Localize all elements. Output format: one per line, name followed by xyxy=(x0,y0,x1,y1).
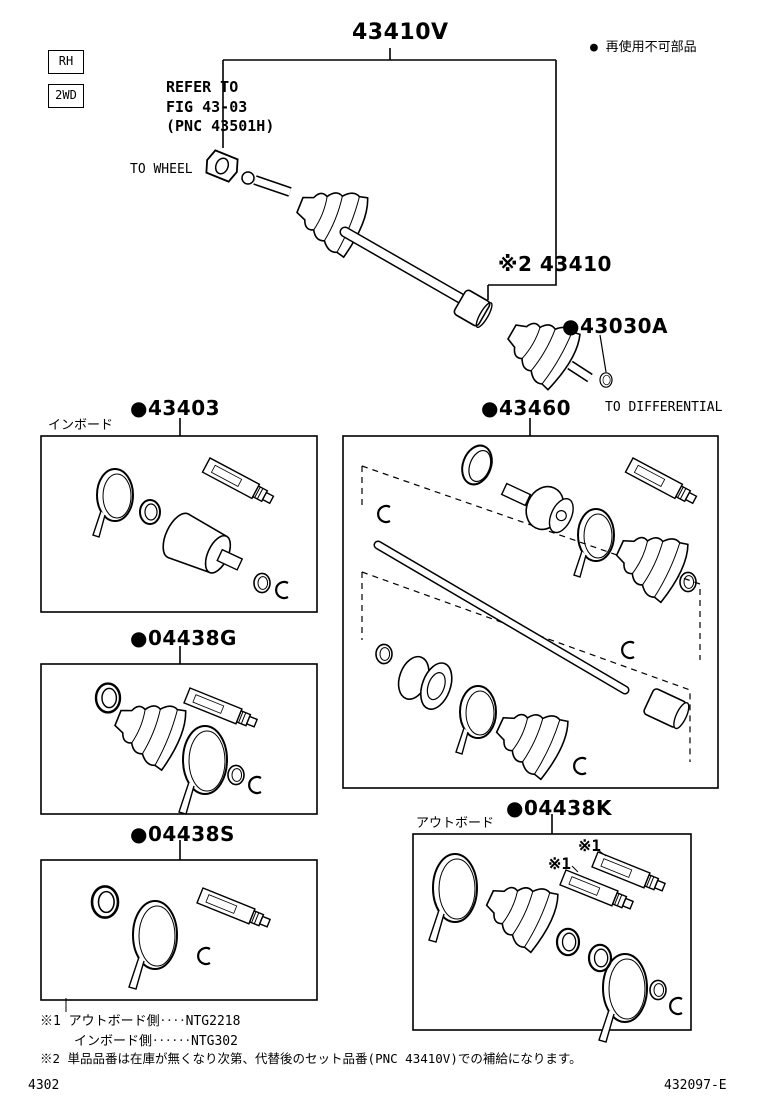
footer-left: 4302 xyxy=(28,1078,60,1093)
refer-line1: REFER TO xyxy=(166,78,239,96)
tag-side: RH xyxy=(48,50,84,74)
ring-part-number: ●43030A xyxy=(562,314,669,338)
footnote-1-line1: ※1 アウトボード側‥‥NTG2218 xyxy=(40,1014,241,1029)
to-differential-label: TO DIFFERENTIAL xyxy=(605,400,723,415)
main-shaft xyxy=(205,149,613,394)
grease-mark-inner: ※1 xyxy=(548,854,572,873)
legend-text: ● 再使用不可部品 xyxy=(590,40,697,55)
inboard-label: インボード xyxy=(48,418,114,433)
tag-drive: 2WD xyxy=(48,84,84,108)
refer-line2: FIG 43-03 xyxy=(166,98,248,116)
footer-right: 432097-E xyxy=(664,1078,727,1093)
outboard-label: アウトボード xyxy=(416,816,495,831)
shaft-part-number: ※2 43410 xyxy=(498,252,612,276)
kit-04438K-label: ●04438K xyxy=(506,796,613,820)
grease-mark-outer: ※1 xyxy=(578,836,602,855)
kit-43403-label: ●43403 xyxy=(130,396,221,420)
footnote-1-line2: インボード側‥‥‥NTG302 xyxy=(74,1034,238,1049)
kit-04438G-label: ●04438G xyxy=(130,626,237,650)
kit-43460-label: ●43460 xyxy=(481,396,572,420)
to-wheel-label: TO WHEEL xyxy=(130,162,193,177)
kit-04438S-label: ●04438S xyxy=(130,822,235,846)
assembly-number: 43410V xyxy=(352,20,449,45)
refer-line3: (PNC 43501H) xyxy=(166,117,275,135)
footnote-2: ※2 単品品番は在庫が無くなり次第、代替後のセット品番(PNC 43410V)で… xyxy=(40,1051,582,1066)
